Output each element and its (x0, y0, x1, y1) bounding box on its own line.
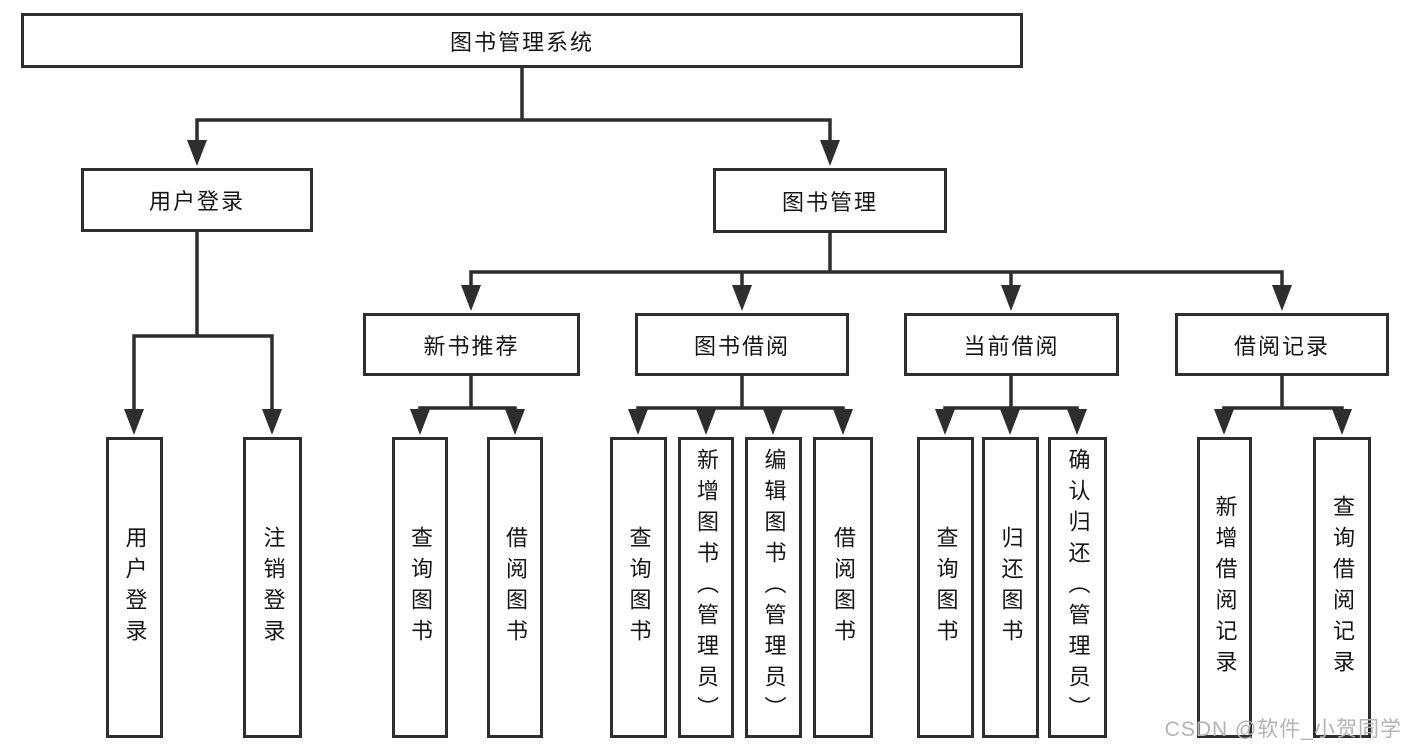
leaf-cb-query-books: 查询图书 (917, 437, 974, 738)
arrowhead-nb-borrow (505, 409, 525, 435)
leaf-logout: 注销登录 (243, 437, 302, 738)
arrowhead-leaf-logout (262, 409, 282, 435)
leaf-user-login: 用户登录 (106, 437, 163, 738)
connector-current-borrow-group (943, 374, 1079, 414)
arrowhead-cb-return (1000, 409, 1020, 435)
leaf-bb-edit-books-admin: 编辑图书（管理员） (745, 437, 802, 738)
leaf-bb-borrow-books-label: 借阅图书 (831, 525, 856, 650)
leaf-nb-borrow-books-label: 借阅图书 (503, 525, 528, 650)
arrowhead-cb-query (935, 409, 955, 435)
arrowhead-leaf-user-login (124, 409, 144, 435)
leaf-logout-label: 注销登录 (260, 525, 286, 650)
node-borrow-records: 借阅记录 (1175, 313, 1389, 376)
node-root-library-system: 图书管理系统 (21, 13, 1023, 68)
node-current-borrow: 当前借阅 (904, 313, 1119, 376)
arrowhead-book-borrow (732, 285, 752, 311)
leaf-cb-confirm-return-admin: 确认归还（管理员） (1048, 437, 1107, 738)
connector-new-book-group (418, 374, 517, 414)
arrowhead-bb-borrow (833, 409, 853, 435)
leaf-bb-edit-books-admin-label: 编辑图书（管理员） (761, 448, 787, 727)
leaf-br-query-record-label: 查询借阅记录 (1330, 494, 1355, 681)
arrowhead-nb-query (410, 409, 430, 435)
leaf-bb-query-books-label: 查询图书 (626, 525, 652, 650)
arrowhead-bb-edit (763, 409, 783, 435)
node-new-book-recommend: 新书推荐 (363, 313, 580, 376)
leaf-nb-borrow-books: 借阅图书 (487, 437, 543, 738)
leaf-nb-query-books: 查询图书 (392, 437, 448, 738)
connector-book-management-to-level3 (469, 230, 1284, 290)
leaf-br-add-record-label: 新增借阅记录 (1212, 494, 1238, 681)
leaf-bb-add-books-admin: 新增图书（管理员） (678, 437, 734, 738)
leaf-user-login-label: 用户登录 (122, 525, 148, 650)
arrowhead-new-book-recommend (461, 285, 481, 311)
arrowhead-cb-confirm (1067, 409, 1087, 435)
csdn-watermark: CSDN @软件_小贺同学 (1164, 718, 1402, 741)
connector-root-to-level2 (195, 66, 832, 147)
arrowhead-current-borrow (1001, 285, 1021, 311)
arrowhead-user-login (187, 140, 207, 166)
arrowhead-br-query (1332, 409, 1352, 435)
leaf-cb-confirm-return-admin-label: 确认归还（管理员） (1065, 448, 1091, 727)
leaf-bb-query-books: 查询图书 (610, 437, 667, 738)
leaf-cb-query-books-label: 查询图书 (933, 525, 959, 650)
leaf-nb-query-books-label: 查询图书 (408, 525, 433, 650)
arrowhead-bb-add (696, 409, 716, 435)
arrowhead-borrow-records (1272, 285, 1292, 311)
leaf-bb-add-books-admin-label: 新增图书（管理员） (694, 448, 719, 727)
connector-borrow-records-group (1222, 374, 1344, 414)
leaf-cb-return-books: 归还图书 (982, 437, 1039, 738)
arrowhead-br-add (1214, 409, 1234, 435)
leaf-br-query-record: 查询借阅记录 (1313, 437, 1371, 738)
leaf-br-add-record: 新增借阅记录 (1197, 437, 1252, 738)
node-user-login: 用户登录 (81, 168, 313, 232)
connector-book-borrow-group (636, 374, 845, 414)
leaf-cb-return-books-label: 归还图书 (998, 525, 1024, 650)
arrowhead-book-management (820, 140, 840, 166)
arrowhead-bb-query (628, 409, 648, 435)
connector-user-login-group (132, 230, 274, 412)
node-book-borrow: 图书借阅 (635, 313, 849, 376)
leaf-bb-borrow-books: 借阅图书 (813, 437, 873, 738)
node-book-management: 图书管理 (713, 168, 947, 233)
